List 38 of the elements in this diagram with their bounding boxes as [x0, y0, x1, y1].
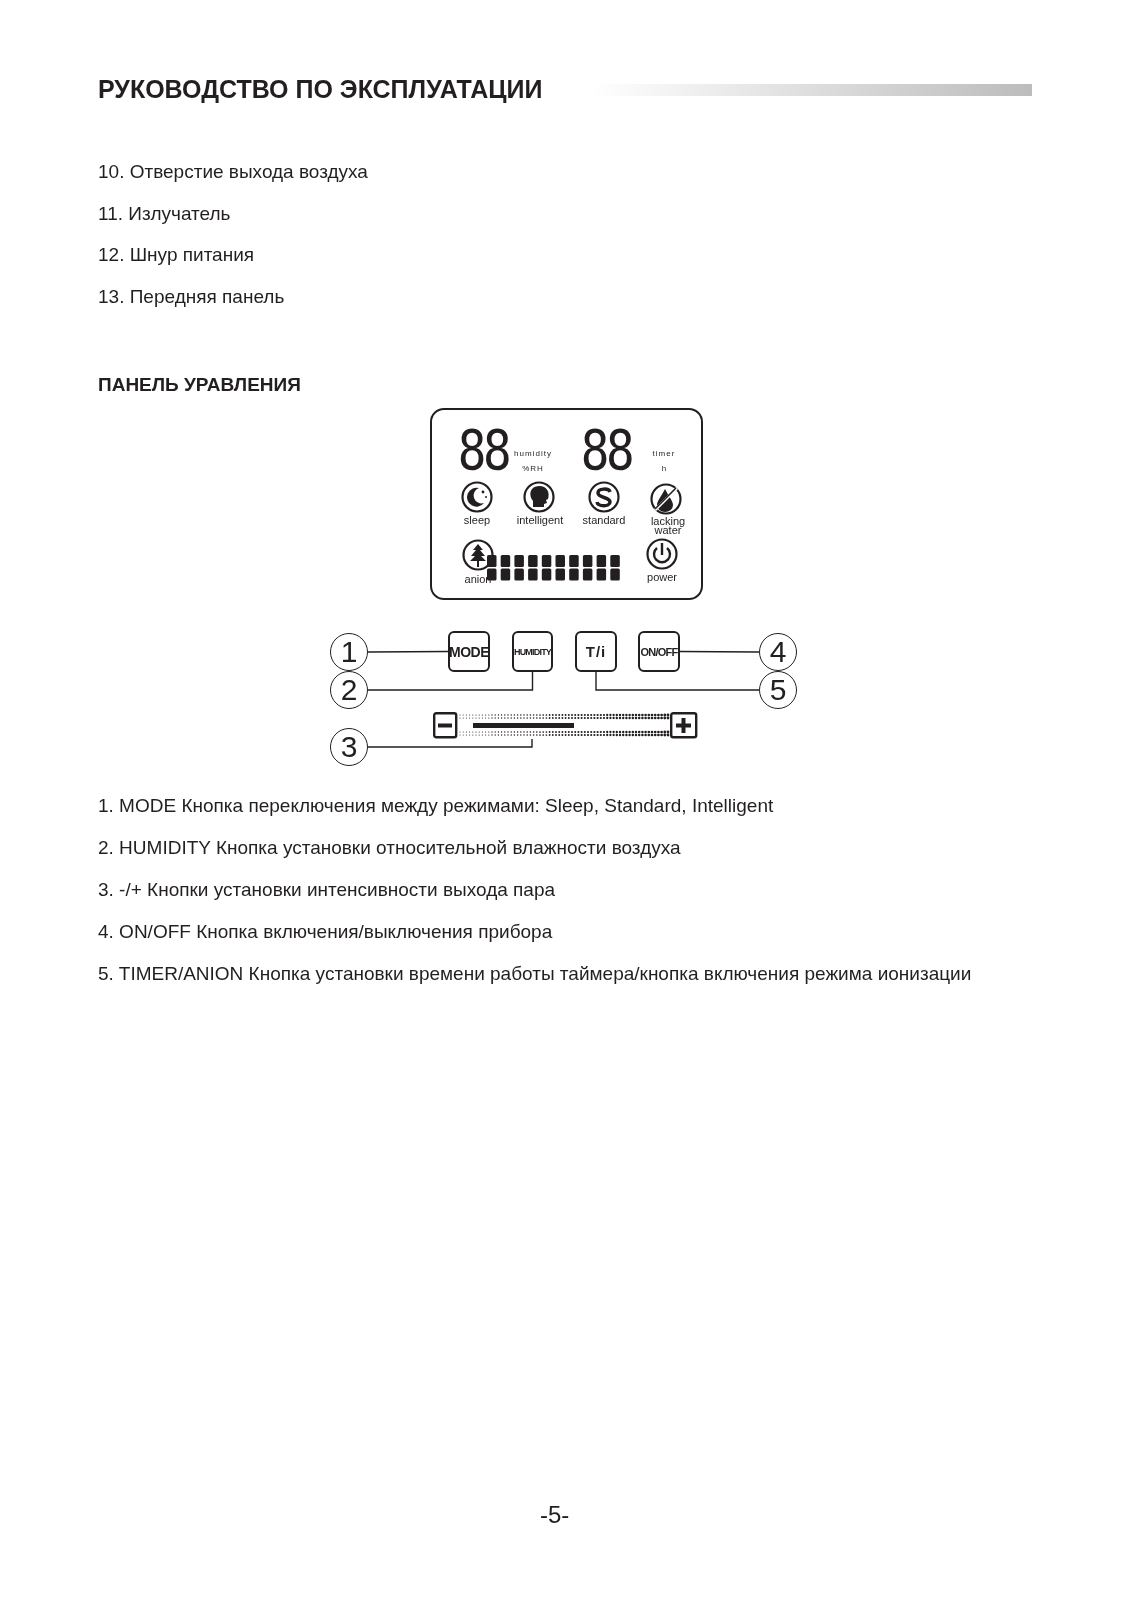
list-item: 1. MODE Кнопка переключения между режимами: Sleep, Standard, Intelligent: [98, 794, 774, 818]
key-button: MODE: [448, 631, 490, 672]
page-title: РУКОВОДСТВО ПО ЭКСПЛУАТАЦИИ: [98, 74, 543, 104]
key-button: ON/OFF: [638, 631, 680, 672]
key-button: T/i: [575, 631, 617, 672]
list-item: 3. -/+ Кнопки установки интенсивности выхода пара: [98, 878, 556, 902]
leader-line: [367, 671, 534, 691]
icon-label: intelligent: [516, 514, 564, 526]
callout-number: 2: [330, 671, 368, 709]
callout-number: 1: [330, 633, 368, 671]
icon-label: lacking water: [649, 516, 687, 536]
unit-label: h: [661, 465, 667, 473]
list-item: 2. HUMIDITY Кнопка установки относительной влажности воздуха: [98, 836, 681, 860]
list-item: 12. Шнур питания: [98, 243, 255, 267]
callout-number: 5: [759, 671, 797, 709]
callout-number: 3: [330, 728, 368, 766]
leader-line: [595, 671, 760, 691]
icon-label: standard: [582, 514, 626, 526]
indicator-label: timer: [652, 450, 676, 458]
indicator-label: humidity: [514, 450, 552, 458]
list-item: 11. Излучатель: [98, 202, 231, 226]
unit-label: %RH: [522, 465, 544, 473]
key-button: HUMIDITY: [512, 631, 553, 672]
icon-label: power: [647, 571, 677, 583]
leader-line: [679, 650, 760, 653]
lcd-display: [430, 408, 703, 600]
list-item: 13. Передняя панель: [98, 285, 285, 309]
list-item: 5. TIMER/ANION Кнопка установки времени работы таймера/кнопка включения режима ионизации: [98, 962, 973, 986]
segment-digits: 88: [580, 427, 632, 473]
list-item: 10. Отверстие выхода воздуха: [98, 160, 368, 184]
callout-number: 4: [759, 633, 797, 671]
leader-line: [367, 738, 533, 748]
leader-line: [367, 650, 449, 653]
section-heading: ПАНЕЛЬ УРАВЛЕНИЯ: [98, 373, 301, 397]
page-number: -5-: [540, 1502, 570, 1528]
list-item: 4. ON/OFF Кнопка включения/выключения прибора: [98, 920, 553, 944]
segment-digits: 88: [457, 427, 509, 473]
icon-label: sleep: [463, 514, 491, 526]
